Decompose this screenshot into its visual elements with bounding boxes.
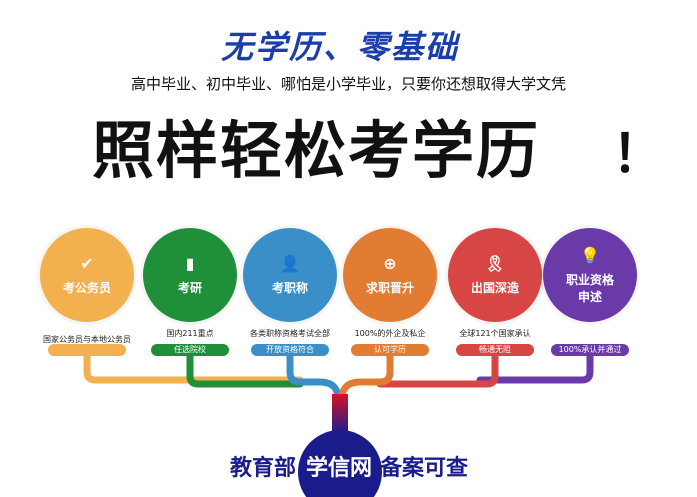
desc-3: 各类职称资格考试全部 bbox=[250, 329, 330, 338]
bookmark-icon: ▮ bbox=[185, 254, 195, 273]
check-badge-icon: ✔ bbox=[80, 254, 94, 273]
line-4 bbox=[338, 348, 394, 400]
circle-study-abroad: 🎗 出国深造 bbox=[448, 228, 542, 322]
headline-exclaim: ！ bbox=[612, 125, 665, 185]
desc-4: 100%的外企及私企 bbox=[354, 329, 426, 338]
headline: 照样轻松考学历 bbox=[92, 114, 541, 187]
pill-3: 开放资格符合 bbox=[251, 344, 329, 356]
lightbulb-icon: 💡 bbox=[580, 245, 600, 265]
pill-6: 100%承认并通过 bbox=[551, 344, 629, 356]
circle-title: 求职晋升 bbox=[365, 281, 414, 295]
pill-1 bbox=[48, 344, 126, 356]
circle-qualification: 💡 职业资格申述 bbox=[543, 228, 637, 322]
funnel-neck bbox=[332, 394, 348, 434]
pill-4: 认可学历 bbox=[351, 344, 429, 356]
line-6 bbox=[476, 348, 594, 384]
circle-title: 考职称 bbox=[271, 281, 308, 295]
plus-icon: ⊕ bbox=[383, 254, 397, 273]
footer-center: 学信网 bbox=[306, 456, 373, 481]
slogan: 无学历、零基础 bbox=[220, 28, 459, 66]
circle-civil-service: ✔ 考公务员 bbox=[40, 228, 134, 322]
footer-right: 备案可查 bbox=[380, 456, 469, 481]
line-2 bbox=[186, 348, 304, 388]
desc-2: 国内211重点 bbox=[166, 329, 214, 338]
line-1 bbox=[83, 348, 304, 384]
line-5 bbox=[376, 348, 499, 388]
person-icon: 👤 bbox=[280, 254, 300, 273]
circle-title: 职业资格 bbox=[565, 272, 614, 287]
circle-promotion: ⊕ 求职晋升 bbox=[343, 228, 437, 322]
desc-1: 国家公务员与本地公务员 bbox=[43, 335, 131, 344]
circle-title-line2: 申述 bbox=[577, 289, 602, 304]
award-ribbon-icon: 🎗 bbox=[484, 254, 506, 273]
circle-title-exam: 👤 考职称 bbox=[243, 228, 337, 322]
line-3 bbox=[286, 348, 342, 400]
xuexin-ball bbox=[298, 430, 382, 497]
pill-5: 畅通无阻 bbox=[456, 344, 534, 356]
circle-title: 出国深造 bbox=[470, 281, 519, 295]
footer-left: 教育部 bbox=[230, 456, 297, 481]
pill-2: 任选院校 bbox=[151, 344, 229, 356]
subtitle: 高中毕业、初中毕业、哪怕是小学毕业，只要你还想取得大学文凭 bbox=[130, 75, 566, 93]
circle-postgrad: ▮ 考研 bbox=[143, 228, 237, 322]
circle-title: 考研 bbox=[177, 281, 202, 295]
desc-5: 全球121个国家承认 bbox=[459, 329, 531, 338]
circle-title: 考公务员 bbox=[62, 281, 111, 295]
